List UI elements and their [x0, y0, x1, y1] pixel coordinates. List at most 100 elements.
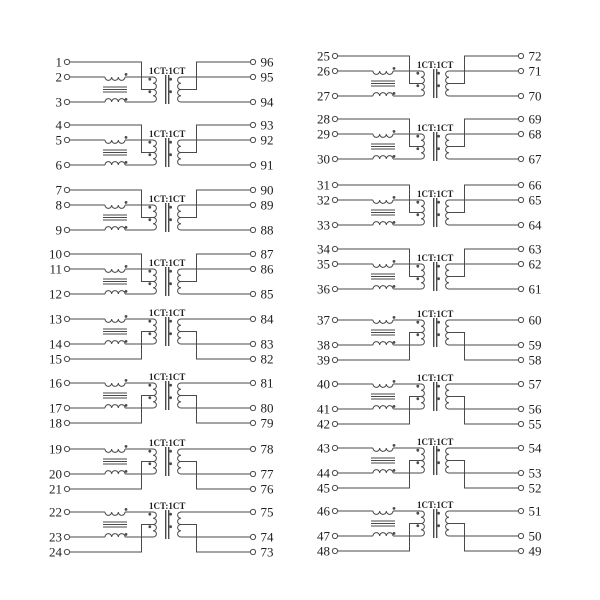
polarity-dot — [416, 524, 420, 528]
polarity-dot — [124, 404, 128, 407]
polarity-dot — [148, 282, 152, 286]
polarity-dot — [148, 462, 152, 466]
choke-winding-top — [372, 319, 394, 324]
pin-label-80: 80 — [261, 401, 274, 416]
pin-terminal-59 — [517, 341, 525, 349]
pin-terminal-46 — [331, 507, 339, 515]
secondary-center-tap-wire — [449, 118, 519, 147]
primary-center-tap-wire — [337, 523, 421, 552]
secondary-center-tap-wire — [449, 332, 519, 361]
pin-terminal-69 — [517, 115, 525, 123]
primary-winding — [152, 382, 157, 409]
turns-ratio-label: 1CT:1CT — [417, 253, 453, 263]
pin-terminal-9 — [63, 226, 71, 234]
pin-label-39: 39 — [317, 353, 330, 368]
polarity-dot — [416, 511, 420, 515]
secondary-center-tap-wire — [181, 61, 251, 90]
choke-winding-top — [372, 383, 394, 388]
pin-label-30: 30 — [317, 152, 330, 167]
secondary-center-tap-wire — [181, 189, 251, 218]
polarity-dot — [437, 333, 440, 337]
pin-terminal-23 — [63, 533, 71, 541]
pin-label-67: 67 — [529, 152, 543, 167]
pin-terminal-62 — [517, 260, 525, 268]
polarity-dot — [437, 277, 440, 281]
choke-winding-bottom — [372, 532, 394, 537]
pin-terminal-58 — [517, 356, 525, 364]
pin-terminal-3 — [63, 98, 71, 106]
polarity-dot — [437, 147, 440, 151]
pin-label-93: 93 — [261, 118, 274, 133]
primary-winding — [152, 139, 157, 166]
polarity-dot — [124, 161, 128, 164]
pin-terminal-33 — [331, 221, 339, 229]
pin-label-89: 89 — [261, 198, 274, 213]
choke-winding-bottom — [372, 285, 394, 290]
polarity-dot — [124, 379, 128, 382]
pin-terminal-96 — [249, 58, 257, 66]
pin-terminal-70 — [517, 92, 525, 100]
pin-label-51: 51 — [529, 504, 542, 519]
choke-winding-bottom — [104, 533, 126, 538]
choke-winding-top — [372, 199, 394, 204]
pin-terminal-51 — [517, 507, 525, 515]
pin-label-29: 29 — [317, 127, 330, 142]
polarity-dot — [392, 532, 396, 535]
choke-winding-top — [104, 204, 126, 209]
pin-label-21: 21 — [49, 482, 62, 497]
choke-winding-bottom — [104, 470, 126, 475]
turns-ratio-label: 1CT:1CT — [417, 500, 453, 510]
polarity-dot — [416, 277, 420, 281]
pin-label-28: 28 — [317, 112, 330, 127]
polarity-dot — [169, 77, 173, 81]
polarity-dot — [124, 136, 128, 139]
polarity-dot — [392, 405, 396, 408]
pin-terminal-5 — [63, 136, 71, 144]
pin-label-22: 22 — [49, 505, 62, 520]
secondary-winding — [177, 448, 182, 475]
pin-terminal-19 — [63, 445, 71, 453]
pin-label-54: 54 — [529, 441, 543, 456]
choke-winding-bottom — [372, 92, 394, 97]
pin-label-73: 73 — [261, 545, 274, 560]
primary-center-tap-wire — [337, 118, 421, 147]
polarity-dot — [148, 153, 152, 157]
primary-center-tap-wire — [69, 253, 153, 282]
polarity-dot — [124, 445, 128, 448]
pin-terminal-94 — [249, 98, 257, 106]
polarity-dot — [437, 134, 440, 138]
pin-label-36: 36 — [317, 282, 331, 297]
pin-label-69: 69 — [529, 112, 542, 127]
pin-terminal-39 — [331, 356, 339, 364]
pin-terminal-61 — [517, 285, 525, 293]
choke-winding-top — [104, 318, 126, 323]
pin-label-60: 60 — [529, 313, 542, 328]
pin-terminal-82 — [249, 355, 257, 363]
pin-label-18: 18 — [49, 416, 62, 431]
pin-terminal-41 — [331, 405, 339, 413]
pin-terminal-25 — [331, 52, 339, 60]
polarity-dot — [437, 71, 440, 75]
pin-terminal-95 — [249, 73, 257, 81]
pin-label-44: 44 — [317, 466, 331, 481]
secondary-winding — [445, 70, 450, 97]
polarity-dot — [169, 282, 173, 286]
primary-winding — [420, 447, 425, 474]
polarity-dot — [148, 525, 152, 529]
polarity-dot — [416, 384, 420, 388]
choke-winding-bottom — [104, 404, 126, 409]
pin-label-85: 85 — [261, 287, 274, 302]
pin-label-95: 95 — [261, 70, 274, 85]
pin-label-68: 68 — [529, 127, 542, 142]
polarity-dot — [169, 332, 173, 336]
polarity-dot — [124, 73, 128, 76]
primary-center-tap-wire — [69, 395, 153, 424]
turns-ratio-label: 1CT:1CT — [149, 258, 185, 268]
primary-center-tap-wire — [69, 124, 153, 153]
choke-winding-top — [104, 139, 126, 144]
pin-terminal-52 — [517, 484, 525, 492]
pin-label-94: 94 — [261, 95, 275, 110]
